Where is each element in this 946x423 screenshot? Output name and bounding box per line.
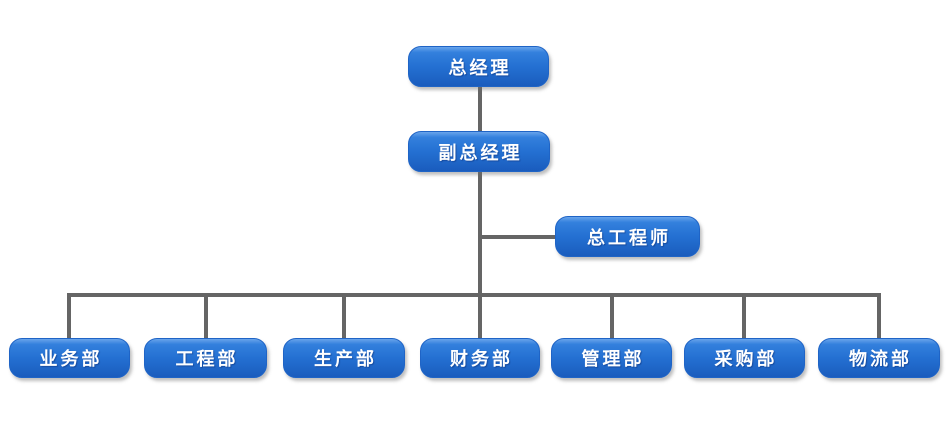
connector-drop-management bbox=[610, 293, 614, 338]
node-dept-management-label: 管理部 bbox=[581, 349, 645, 370]
node-chief-engineer-label: 总工程师 bbox=[587, 227, 671, 249]
node-deputy-general-manager: 副总经理 bbox=[408, 131, 550, 172]
node-dept-management: 管理部 bbox=[551, 338, 672, 378]
connector-drop-business bbox=[67, 293, 71, 338]
node-dept-engineering: 工程部 bbox=[144, 338, 267, 378]
connector-drop-logistics bbox=[877, 293, 881, 338]
node-dept-engineering-label: 工程部 bbox=[175, 349, 239, 370]
node-dept-logistics-label: 物流部 bbox=[849, 349, 912, 370]
connector-trunk bbox=[478, 172, 482, 297]
connector-chief-engineer-branch bbox=[480, 235, 556, 239]
connector-drop-purchasing bbox=[742, 293, 746, 338]
node-dept-production-label: 生产部 bbox=[314, 349, 377, 370]
node-dept-business-label: 业务部 bbox=[39, 349, 103, 370]
node-chief-engineer: 总工程师 bbox=[555, 216, 700, 257]
node-dept-business: 业务部 bbox=[9, 338, 130, 378]
node-general-manager: 总经理 bbox=[408, 46, 549, 87]
connector-drop-production bbox=[342, 293, 346, 338]
node-dept-purchasing: 采购部 bbox=[684, 338, 805, 378]
node-dept-finance: 财务部 bbox=[420, 338, 540, 378]
connector-drop-finance bbox=[478, 293, 482, 338]
connector-drop-engineering bbox=[204, 293, 208, 338]
node-dept-production: 生产部 bbox=[283, 338, 405, 378]
node-deputy-general-manager-label: 副总经理 bbox=[438, 142, 523, 164]
connector-bus bbox=[67, 293, 881, 297]
node-dept-purchasing-label: 采购部 bbox=[714, 349, 778, 370]
connector-gm-to-dgm bbox=[478, 87, 482, 133]
node-dept-finance-label: 财务部 bbox=[450, 349, 513, 370]
node-dept-logistics: 物流部 bbox=[818, 338, 940, 378]
node-general-manager-label: 总经理 bbox=[448, 57, 512, 79]
